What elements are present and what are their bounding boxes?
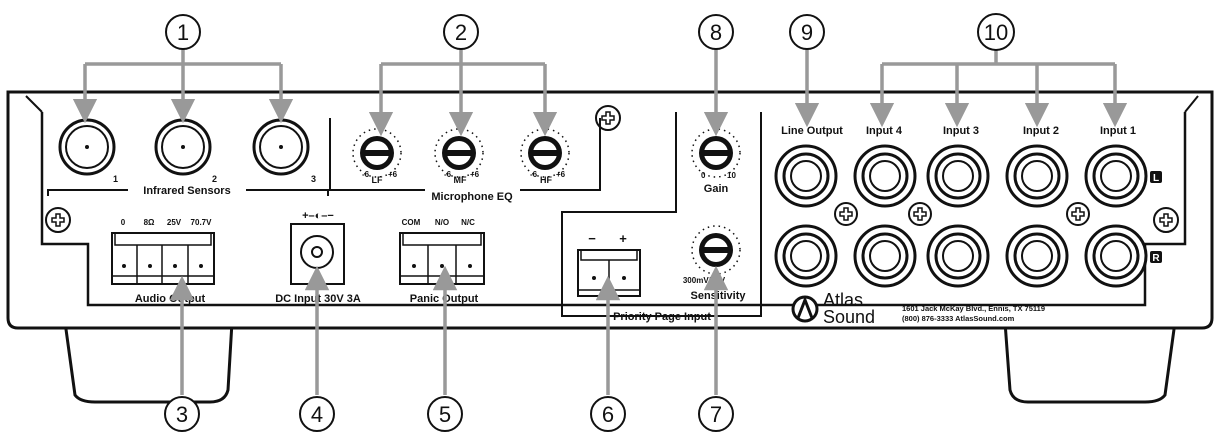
panic-output-group: COM N/O N/C Panic Output xyxy=(399,218,485,305)
microphone-eq-label: Microphone EQ xyxy=(431,191,513,203)
lf-max: +6 xyxy=(388,170,398,179)
callout-7: 7 xyxy=(698,396,734,432)
page-term-plus: + xyxy=(619,231,627,246)
line-output-jack-left[interactable] xyxy=(774,144,838,208)
right-channel-marker: R xyxy=(1150,251,1162,264)
page-term-minus: − xyxy=(588,231,596,246)
line-output-jack-right[interactable] xyxy=(774,224,838,288)
ir-sensor-2 xyxy=(154,118,212,176)
svg-text:Sound: Sound xyxy=(823,307,875,327)
gain-min: 0 xyxy=(701,171,706,180)
callout-2: 2 xyxy=(443,14,479,50)
callout-1: 1 xyxy=(165,14,201,50)
knob-hf[interactable] xyxy=(520,128,570,178)
input2-label: Input 2 xyxy=(1023,125,1059,137)
input3-jack-right[interactable] xyxy=(926,224,990,288)
input4-jack-right[interactable] xyxy=(853,224,917,288)
knob-gain[interactable] xyxy=(691,128,741,178)
mf-label: MF xyxy=(454,175,467,185)
knob-mf[interactable] xyxy=(434,128,484,178)
priority-page-label: Priority Page Input xyxy=(613,311,711,323)
input4-jack-left[interactable] xyxy=(853,144,917,208)
panic-term-nc: N/C xyxy=(461,218,475,227)
address-line-2: (800) 876-3333 AtlasSound.com xyxy=(902,314,1015,323)
infrared-sensors-label: Infrared Sensors xyxy=(143,185,230,197)
callout-10: 10 xyxy=(977,13,1015,51)
input2-jack-right[interactable] xyxy=(1005,224,1069,288)
hf-label: HF xyxy=(540,175,552,185)
ir-sensor-3 xyxy=(252,118,310,176)
svg-text:1: 1 xyxy=(177,20,189,45)
input4-label: Input 4 xyxy=(866,125,903,137)
svg-text:10: 10 xyxy=(984,20,1008,45)
svg-text:R: R xyxy=(1152,253,1160,264)
line-output-label: Line Output xyxy=(781,125,843,137)
svg-text:9: 9 xyxy=(801,20,813,45)
callout-4: 4 xyxy=(299,396,335,432)
svg-text:5: 5 xyxy=(439,402,451,427)
dc-input-jack[interactable] xyxy=(290,223,345,285)
audio-term-0: 0 xyxy=(121,218,126,227)
callout-5: 5 xyxy=(427,396,463,432)
mf-max: +6 xyxy=(470,170,480,179)
svg-text:8: 8 xyxy=(710,20,722,45)
callout-6: 6 xyxy=(590,396,626,432)
sensor-number-1: 1 xyxy=(113,174,118,184)
line-io-group: Line Output Input 4 Input 3 Input 2 Inpu… xyxy=(774,125,1162,288)
input1-jack-left[interactable] xyxy=(1084,144,1148,208)
ir-sensor-1 xyxy=(58,118,116,176)
input2-jack-left[interactable] xyxy=(1005,144,1069,208)
svg-text:L: L xyxy=(1153,173,1159,184)
callout-leaders xyxy=(72,49,1128,395)
callout-9: 9 xyxy=(789,14,825,50)
callout-8: 8 xyxy=(698,14,734,50)
microphone-eq-group: Microphone EQ -6 LF +6 -6 MF +6 -6 HF +6 xyxy=(329,118,601,203)
sensor-number-3: 3 xyxy=(311,174,316,184)
sensitivity-label: Sensitivity xyxy=(690,290,746,302)
input3-label: Input 3 xyxy=(943,125,979,137)
svg-text:2: 2 xyxy=(455,20,467,45)
knob-sensitivity[interactable] xyxy=(691,225,741,275)
lf-min: -6 xyxy=(362,170,370,179)
input1-label: Input 1 xyxy=(1100,125,1136,137)
gain-label: Gain xyxy=(704,183,729,195)
left-channel-marker: L xyxy=(1150,171,1162,184)
input1-jack-right[interactable] xyxy=(1084,224,1148,288)
audio-output-label: Audio Output xyxy=(135,293,206,305)
atlas-sound-logo: Atlas Sound xyxy=(791,290,875,327)
callout-circles: 1 2 8 9 10 3 4 5 6 7 xyxy=(164,13,1015,432)
svg-text:3: 3 xyxy=(176,402,188,427)
gain-max: 10 xyxy=(727,171,736,180)
address-line-1: 1601 Jack McKay Blvd., Ennis, TX 75119 xyxy=(902,304,1045,313)
svg-text:Atlas: Atlas xyxy=(823,290,863,310)
page-section-group: − + Priority Page Input 0 10 Gain 300mV/… xyxy=(561,112,762,323)
lf-label: LF xyxy=(372,175,383,185)
panic-output-terminal-block[interactable] xyxy=(399,232,485,285)
hf-min: -6 xyxy=(530,170,538,179)
panic-term-com: COM xyxy=(402,218,421,227)
mf-min: -6 xyxy=(444,170,452,179)
dc-polarity: +–◐–− xyxy=(302,210,334,222)
sensor-number-2: 2 xyxy=(212,174,217,184)
svg-text:6: 6 xyxy=(602,402,614,427)
hf-max: +6 xyxy=(556,170,566,179)
audio-term-2: 25V xyxy=(167,218,182,227)
chassis-screws xyxy=(45,105,1179,233)
input3-jack-left[interactable] xyxy=(926,144,990,208)
panic-term-no: N/O xyxy=(435,218,449,227)
sensitivity-values: 300mV/25V xyxy=(683,276,726,285)
svg-text:4: 4 xyxy=(311,402,323,427)
audio-term-1: 8Ω xyxy=(144,218,155,227)
infrared-sensors-group: 1 2 3 Infrared Sensors xyxy=(47,118,329,197)
knob-lf[interactable] xyxy=(352,128,402,178)
audio-term-3: 70.7V xyxy=(191,218,213,227)
audio-output-terminal-block[interactable] xyxy=(111,232,215,285)
svg-text:7: 7 xyxy=(710,402,722,427)
callout-3: 3 xyxy=(164,396,200,432)
